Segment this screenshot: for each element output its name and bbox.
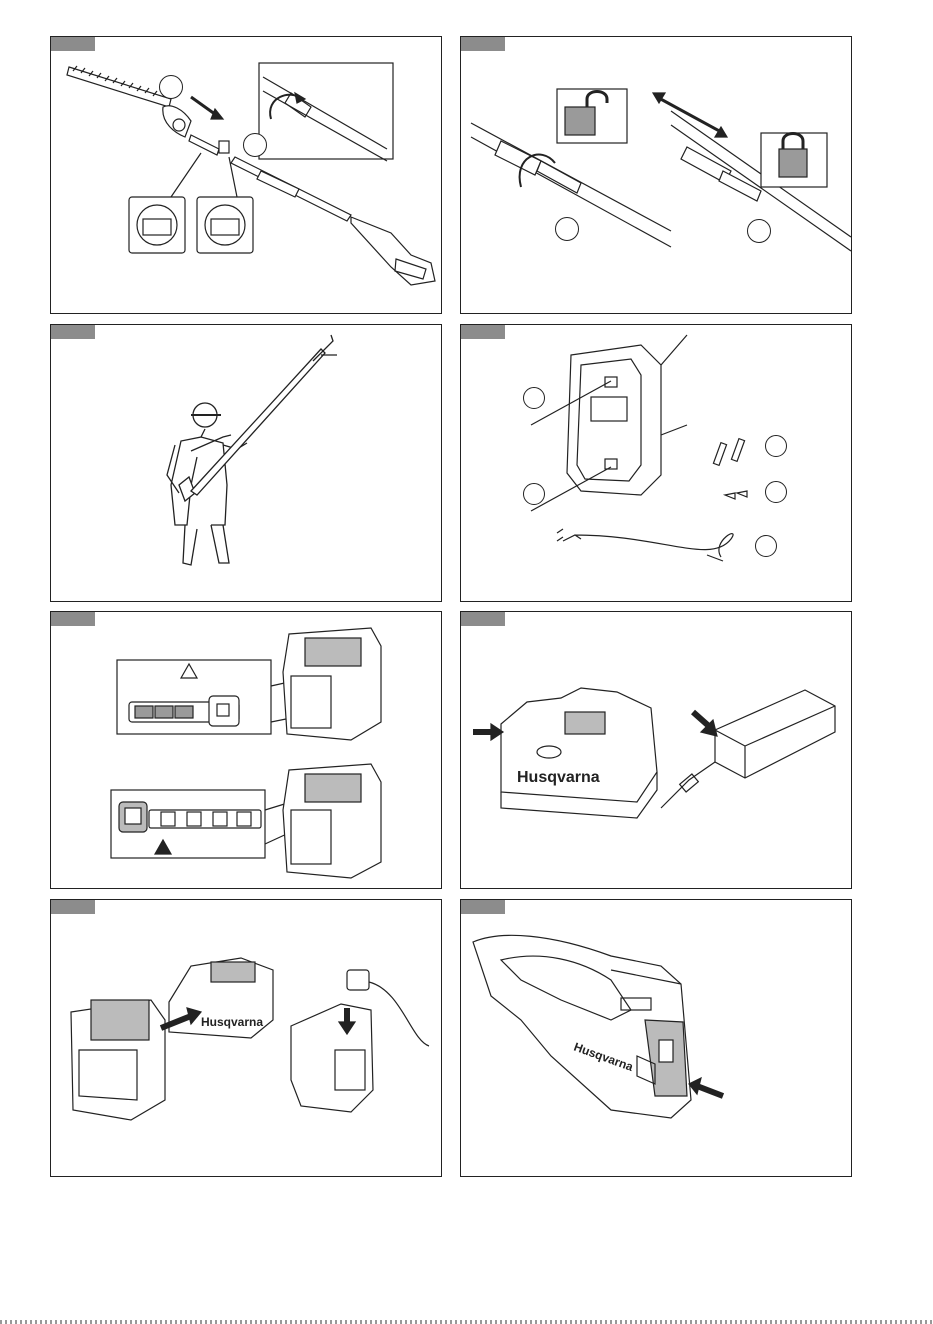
charger-icon: Husqvarna [461,612,852,889]
callout-circle [523,483,545,505]
callout-circle [755,535,777,557]
battery-icon [51,612,442,889]
power-unit-handle-icon: Husqvarna [461,900,852,1177]
brand-logo-text: Husqvarna [201,1015,263,1029]
callout-circle [159,75,183,99]
figure-panel-6: Husqvarna [460,611,852,889]
figure-panel-7: Husqvarna [50,899,442,1177]
figure-panel-4 [460,324,852,602]
callout-circle [765,435,787,457]
callout-circle [747,219,771,243]
brand-logo-text: Husqvarna [517,769,600,786]
wall-bracket-icon [461,325,852,602]
battery-icon: Husqvarna [51,900,442,1177]
callout-circle [243,133,267,157]
figure-panel-8: Husqvarna [460,899,852,1177]
callout-circle [555,217,579,241]
shaft-coupling-icon [461,37,852,314]
callout-circle [523,387,545,409]
figure-panel-5 [50,611,442,889]
page-bottom-edge [0,1320,933,1324]
callout-circle [765,481,787,503]
figure-panel-3 [50,324,442,602]
operator-with-pole-trimmer-icon [51,325,442,602]
figure-panel-1 [50,36,442,314]
figure-panel-2 [460,36,852,314]
hedge-trimmer-attachment-icon [51,37,442,314]
